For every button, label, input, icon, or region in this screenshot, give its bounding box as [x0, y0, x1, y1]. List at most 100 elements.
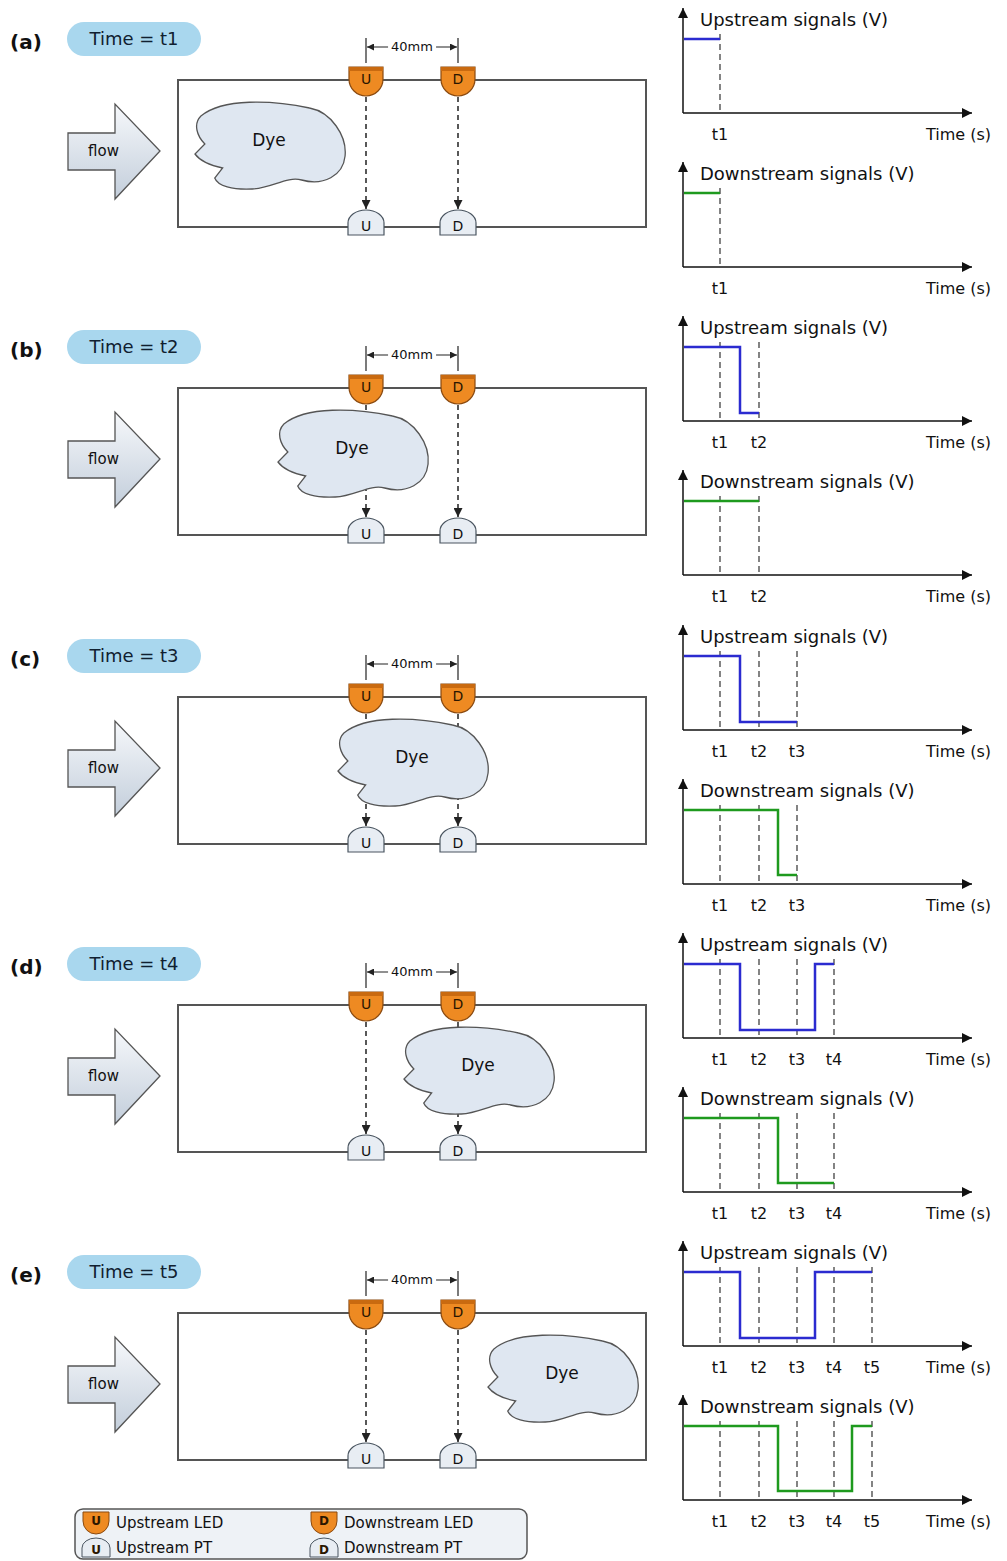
- time-badge: Time = t3: [67, 639, 201, 673]
- tick-label: t2: [751, 1512, 767, 1531]
- dimension-label: 40mm: [388, 39, 436, 55]
- light-beam: [365, 97, 367, 209]
- light-beam: [365, 1330, 367, 1442]
- panel-illustration: [178, 1241, 972, 1500]
- y-axis: [682, 1087, 684, 1192]
- tick-label: t3: [789, 1050, 805, 1069]
- phototransistor: D: [439, 1442, 477, 1469]
- axis-title: Downstream signals (V): [700, 780, 915, 802]
- legend-led-symbol: [83, 1512, 109, 1534]
- phototransistor: D: [439, 517, 477, 544]
- tick-label: t1: [712, 896, 728, 915]
- time-marker: [758, 496, 759, 575]
- axis-title: Downstream signals (V): [700, 471, 915, 493]
- dimension-tick: [365, 346, 366, 371]
- channel: [178, 1313, 646, 1460]
- flow-arrow: flow: [67, 1028, 162, 1125]
- node-text: flow: [88, 451, 119, 468]
- tick-label: t2: [751, 1204, 767, 1223]
- panel-letter: (e): [10, 1263, 42, 1287]
- tick-label: t5: [864, 1358, 880, 1377]
- y-axis: [682, 8, 684, 113]
- axis-label: Time (s): [926, 1050, 991, 1069]
- node-text: flow: [88, 1068, 119, 1085]
- x-axis: [683, 1037, 972, 1039]
- axis-label: Time (s): [926, 896, 991, 915]
- panel-illustration: [178, 933, 972, 1192]
- time-marker: [796, 1421, 797, 1500]
- x-axis: [683, 112, 972, 114]
- time-marker: [719, 959, 720, 1038]
- time-marker: [758, 959, 759, 1038]
- time-badge: Time = t4: [67, 947, 201, 981]
- time-marker: [758, 805, 759, 884]
- tick-label: t4: [826, 1050, 842, 1069]
- node-text: D: [453, 1143, 464, 1159]
- node-text: D: [453, 526, 464, 542]
- light-beam: [365, 1022, 367, 1134]
- dimension-tick: [457, 346, 458, 371]
- led-emitter: D: [440, 66, 476, 97]
- time-badge: Time = t1: [67, 22, 201, 56]
- dimension-tick: [365, 38, 366, 63]
- dimension-tick: [457, 1271, 458, 1296]
- tick-label: t3: [789, 1512, 805, 1531]
- node-text: D: [453, 996, 464, 1012]
- legend-text: Downstream PT: [344, 1539, 462, 1557]
- legend-box: [75, 1509, 527, 1559]
- axis-label: Time (s): [926, 1512, 991, 1531]
- y-axis: [682, 779, 684, 884]
- node-text: D: [453, 1451, 464, 1467]
- light-beam: [457, 1330, 459, 1442]
- phototransistor: U: [347, 1442, 385, 1469]
- time-marker: [796, 959, 797, 1038]
- axis-title: Downstream signals (V): [700, 1088, 915, 1110]
- tick-label: t1: [712, 742, 728, 761]
- node-text: U: [361, 688, 371, 704]
- node-text: U: [361, 1143, 371, 1159]
- dye-blob: Dye: [276, 404, 434, 500]
- tick-label: t1: [712, 587, 728, 606]
- dimension-label: 40mm: [388, 964, 436, 980]
- flow-arrow: flow: [67, 720, 162, 817]
- y-axis: [682, 625, 684, 730]
- time-marker: [758, 1421, 759, 1500]
- flow-arrow: flow: [67, 103, 162, 200]
- y-axis: [682, 316, 684, 421]
- dimension-tick: [457, 963, 458, 988]
- node-text: Time = t3: [89, 646, 178, 667]
- y-axis: [682, 162, 684, 267]
- led-emitter: D: [440, 683, 476, 714]
- node-text: U: [361, 71, 371, 87]
- channel: [178, 697, 646, 844]
- node-text: Time = t5: [89, 1262, 178, 1283]
- phototransistor: U: [347, 517, 385, 544]
- node-text: Time = t2: [89, 337, 178, 358]
- axis-title: Upstream signals (V): [700, 1242, 888, 1264]
- tick-label: t1: [712, 433, 728, 452]
- led-emitter: U: [348, 683, 384, 714]
- node-text: U: [361, 1304, 371, 1320]
- time-marker: [758, 1267, 759, 1346]
- panel-illustration: [178, 625, 972, 884]
- dye-blob: Dye: [402, 1021, 560, 1117]
- signal-trace: [684, 1272, 872, 1338]
- node-text: Dye: [252, 131, 286, 151]
- led-emitter: U: [348, 66, 384, 97]
- y-axis: [682, 1241, 684, 1346]
- legend-symbol-letter: U: [91, 1514, 101, 1528]
- flow-arrow: flow: [67, 411, 162, 508]
- tick-label: t3: [789, 896, 805, 915]
- tick-label: t2: [751, 587, 767, 606]
- tick-label: t5: [864, 1512, 880, 1531]
- tick-label: t1: [712, 1050, 728, 1069]
- tick-label: t1: [712, 1358, 728, 1377]
- time-marker: [833, 1267, 834, 1346]
- legend-text: Upstream PT: [116, 1539, 212, 1557]
- channel: [178, 80, 646, 227]
- tick-label: t1: [712, 279, 728, 298]
- dimension-label: 40mm: [388, 347, 436, 363]
- time-marker: [719, 1267, 720, 1346]
- time-marker: [758, 651, 759, 730]
